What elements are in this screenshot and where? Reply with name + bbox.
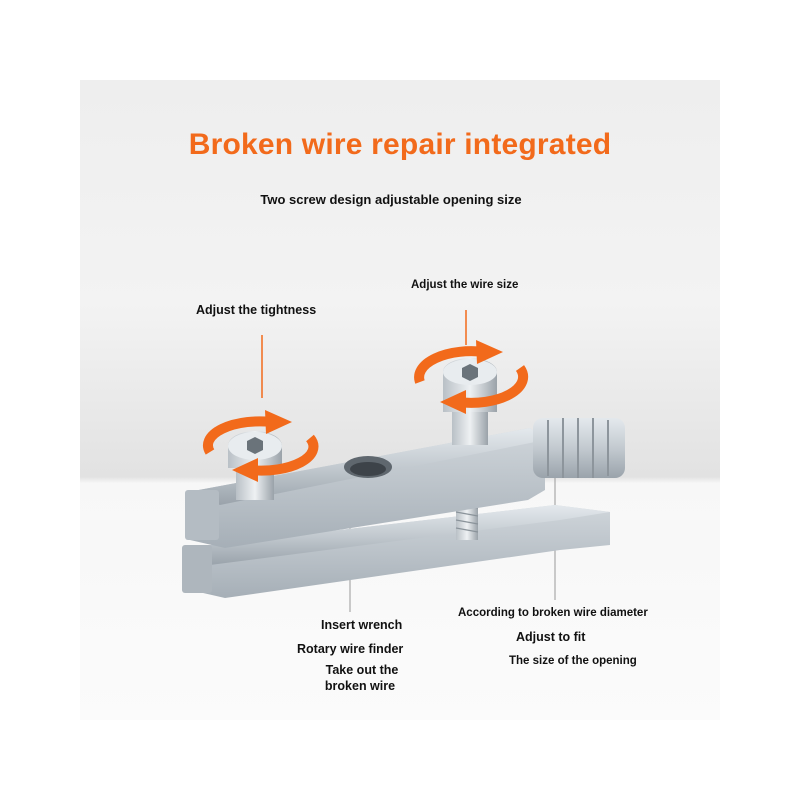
callout-adjust-wire-size: Adjust the wire size [411, 279, 519, 291]
callout-rotary-wire-finder: Rotary wire finder [297, 642, 404, 656]
rotate-arrow-icon [203, 416, 319, 476]
callout-opening-size: The size of the opening [509, 655, 637, 667]
right-screw [443, 358, 497, 445]
page-subtitle: Two screw design adjustable opening size [260, 192, 522, 207]
lower-jaw [182, 505, 610, 598]
page-title: Broken wire repair integrated [188, 128, 612, 161]
callout-adjust-to-fit: Adjust to fit [516, 630, 586, 644]
product-photo-background [80, 80, 720, 720]
rotate-arrow-heads-right [440, 340, 503, 414]
rotate-arrow-icon [414, 346, 529, 408]
upper-jaw [185, 428, 545, 548]
splined-shaft [533, 418, 625, 478]
callout-insert-wrench: Insert wrench [321, 618, 403, 632]
callout-take-out-line2: broken wire [324, 679, 396, 693]
callout-take-out-line1: Take out the [325, 663, 399, 677]
callout-adjust-tightness: Adjust the tightness [196, 303, 317, 317]
callout-according-diameter: According to broken wire diameter [458, 607, 648, 619]
rotate-arrow-heads-left [232, 410, 292, 482]
